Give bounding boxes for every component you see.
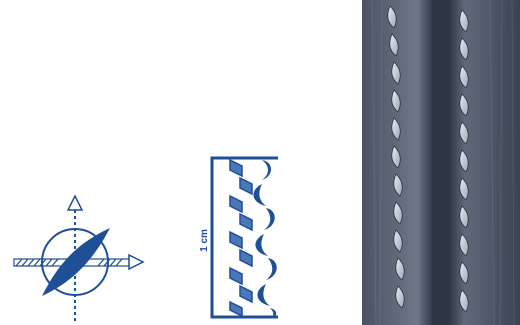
fabric-stitch-photo: [362, 0, 520, 325]
stitch-direction-compass-icon: [0, 190, 150, 325]
scale-label: 1 cm: [199, 229, 210, 252]
twisted-stitch-pattern-icon: 1 cm: [200, 150, 290, 325]
